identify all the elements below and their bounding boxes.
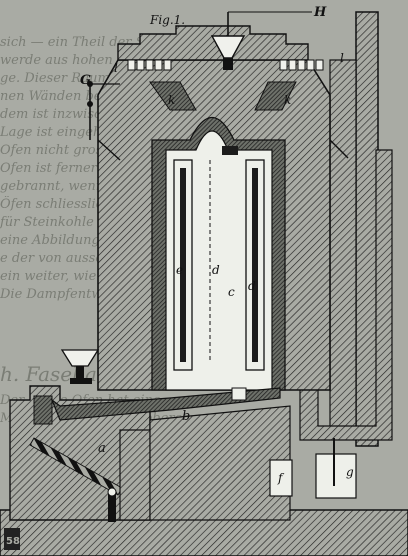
page-mark: 58 xyxy=(6,536,20,547)
top-cornice xyxy=(117,25,309,61)
label-c: c xyxy=(228,285,235,299)
label-d-upper: d xyxy=(212,263,220,277)
label-f: f xyxy=(277,471,285,485)
fittings-left xyxy=(127,59,172,71)
label-d-lower: d xyxy=(248,279,256,293)
chamber-f xyxy=(269,459,293,497)
lower-shaft xyxy=(119,429,151,521)
channel-k-right xyxy=(254,81,297,111)
figure-caption: Fig.1. xyxy=(149,13,185,27)
channel-k-left xyxy=(149,81,197,111)
lever-G-joint xyxy=(87,101,93,107)
tube-left-outer xyxy=(173,159,193,371)
label-k-right: k xyxy=(284,93,291,107)
label-e: e xyxy=(176,263,183,277)
hearth-block xyxy=(149,405,291,521)
label-b: b xyxy=(182,409,190,424)
page-mark-box xyxy=(4,528,20,550)
hopper-spout xyxy=(223,58,233,70)
hearth-opening xyxy=(231,387,247,401)
chimney-inner-wall xyxy=(329,59,357,431)
bracket-left xyxy=(97,139,121,161)
tube-right-outer xyxy=(245,159,265,371)
chamber-g xyxy=(315,453,357,499)
label-H: H xyxy=(313,5,327,20)
label-g: g xyxy=(346,465,354,479)
lower-hopper-base xyxy=(70,378,92,384)
fittings-right xyxy=(279,59,324,71)
label-l-right: l xyxy=(340,51,344,65)
lower-hopper-spout xyxy=(76,366,84,380)
tube-right-core xyxy=(252,168,258,362)
peephole xyxy=(222,146,238,155)
base-pillar xyxy=(33,395,53,425)
drain-valve-handle xyxy=(107,487,117,497)
label-G: G xyxy=(80,73,91,88)
chimney-wall xyxy=(355,11,379,447)
feed-hopper-lower xyxy=(60,349,100,367)
bracket-right xyxy=(329,139,349,159)
label-a: a xyxy=(98,441,106,456)
sloped-floor-b xyxy=(50,387,281,421)
tube-left-core xyxy=(180,168,186,362)
label-k-left: k xyxy=(168,93,175,107)
drain-valve xyxy=(108,492,116,522)
label-l-left: l xyxy=(114,61,118,75)
